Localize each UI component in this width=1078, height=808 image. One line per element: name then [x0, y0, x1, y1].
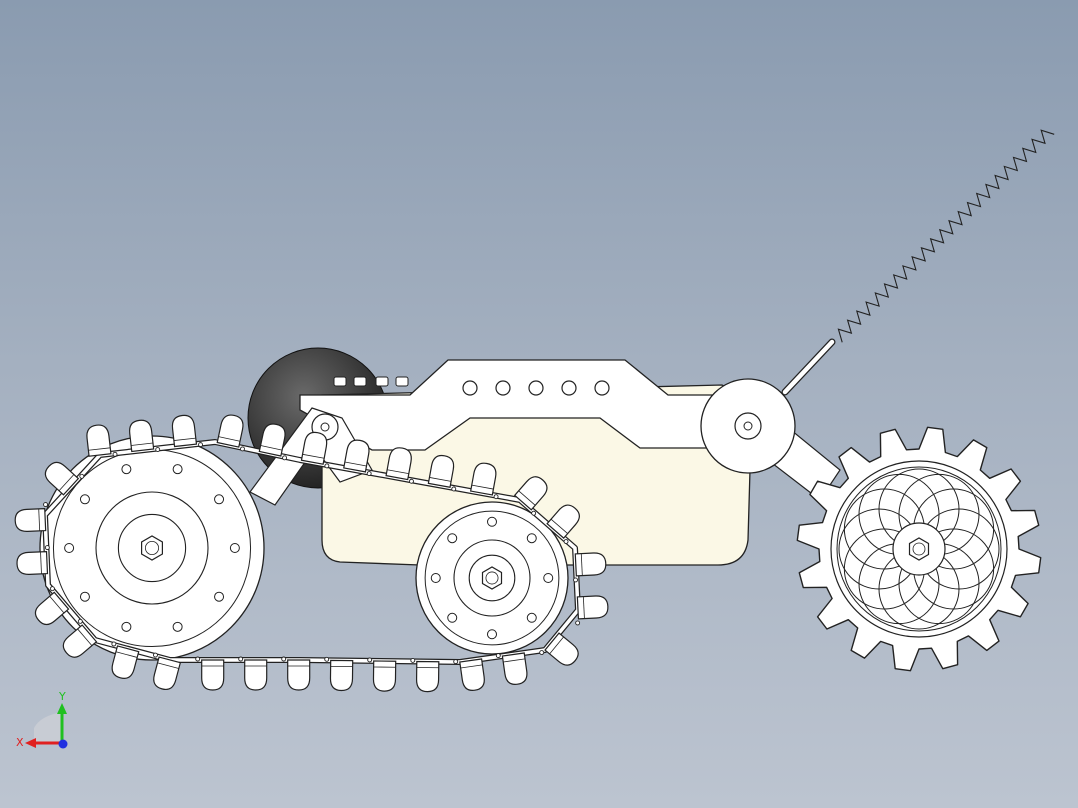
cover-plate-holes: [462, 380, 610, 396]
crawler-track: [14, 414, 609, 693]
rear-pivot-pin: [320, 422, 330, 432]
track-lug: [153, 652, 182, 691]
track-sprocket-front: [415, 501, 569, 655]
track-lug: [573, 552, 607, 583]
track-lug: [62, 618, 98, 658]
track-lug: [539, 632, 579, 666]
x-axis-label: X: [16, 736, 24, 749]
front-gear-wheel: [796, 426, 1042, 672]
track-lug: [111, 641, 140, 679]
track-lug: [86, 424, 118, 457]
track-lug: [343, 439, 372, 477]
track-lug: [575, 595, 609, 626]
hex-bolt-icon: [908, 537, 930, 561]
track-lug: [469, 462, 499, 500]
track-sprocket-rear: [39, 435, 265, 661]
track-lug: [34, 586, 70, 626]
track-lug: [546, 504, 580, 544]
track-lug: [216, 414, 245, 452]
track-lug: [14, 502, 48, 532]
triad-plane: [34, 712, 62, 742]
track-lug: [324, 656, 354, 692]
track-lug: [367, 657, 397, 692]
track-lug: [495, 652, 528, 685]
track-lug: [453, 658, 485, 691]
track-lug: [385, 447, 414, 484]
track-lug: [513, 476, 548, 516]
small-bolt-heads: [333, 376, 409, 387]
z-axis-dot: [58, 739, 68, 749]
y-axis-label: Y: [58, 690, 66, 703]
track-lug: [238, 656, 268, 691]
track-lug: [44, 461, 85, 496]
antenna-spring: [837, 129, 1055, 343]
track-lug: [410, 657, 440, 693]
hex-bolt-icon: [141, 535, 163, 561]
track-lug: [300, 431, 330, 469]
track-lug: [281, 656, 311, 691]
hex-bolt-icon: [481, 566, 503, 590]
track-lug: [427, 454, 457, 492]
track-lug: [195, 656, 225, 691]
track-lug: [129, 419, 161, 453]
track-lug: [258, 423, 288, 461]
rear-swing-arm: [249, 407, 373, 506]
track-lug: [171, 414, 203, 448]
coordinate-triad-icon: Y X: [16, 690, 68, 749]
front-pivot-pin: [743, 421, 753, 431]
track-lug: [16, 545, 50, 575]
